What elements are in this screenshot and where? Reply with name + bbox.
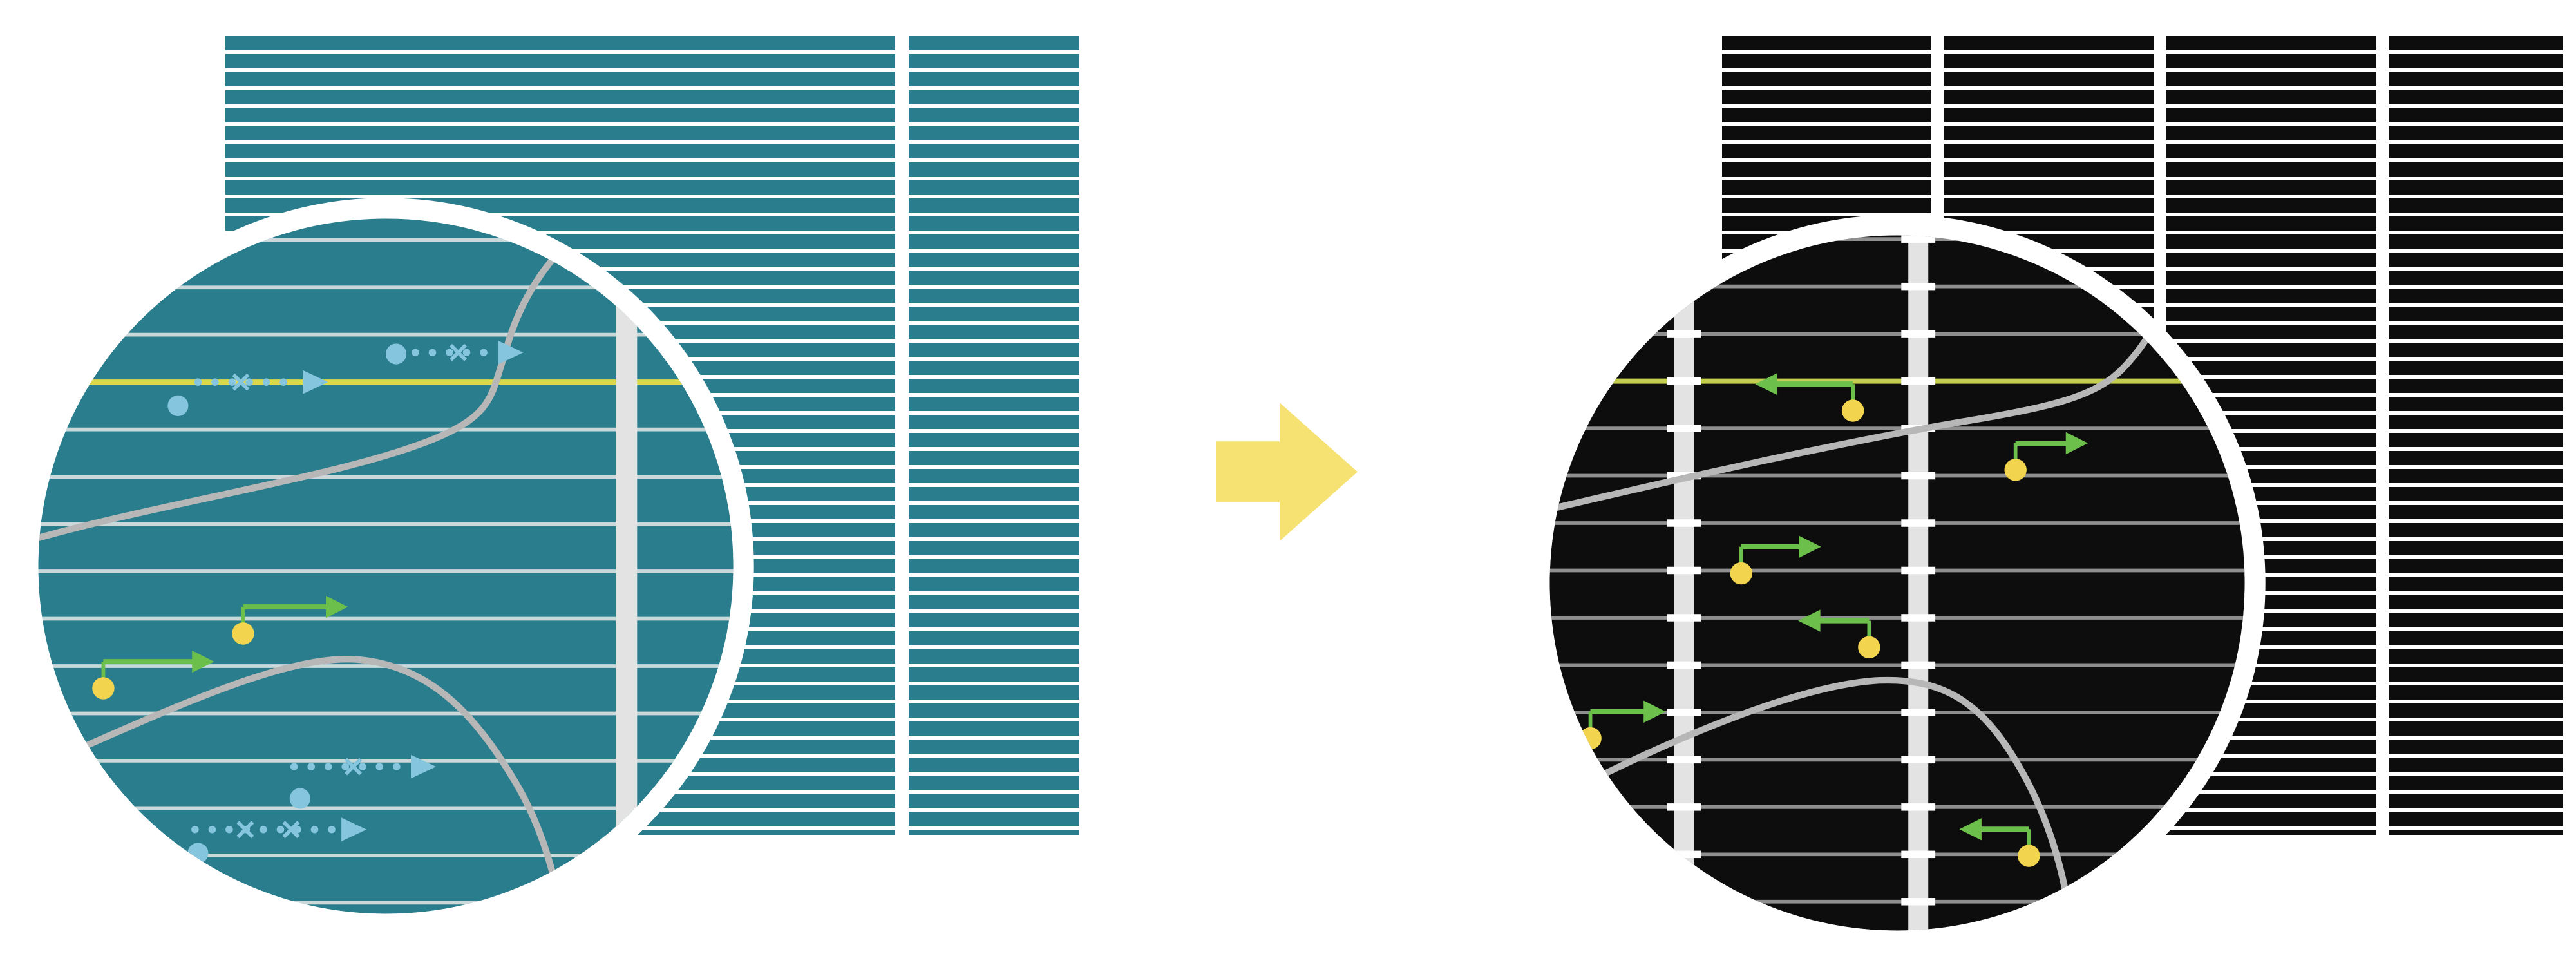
- left-zoom-svg: [17, 198, 754, 935]
- hole-flag-marker: [1959, 818, 2040, 867]
- hole-flag-marker: [232, 595, 348, 645]
- right-inset-background: [1549, 235, 2245, 931]
- electron-path-marker: [386, 340, 524, 365]
- left-carrier-markers: [92, 340, 524, 864]
- electron-path-marker: [167, 370, 328, 416]
- hole-flag-marker: [2004, 432, 2088, 481]
- left-busbar: [616, 218, 638, 914]
- electron-path-marker: [289, 754, 437, 809]
- right-zoom-svg: [1529, 215, 2266, 951]
- right-carrier-markers: [1579, 372, 2088, 867]
- left-inset-ring: [17, 198, 754, 935]
- left-grain-boundaries: [38, 218, 601, 914]
- right-inset-ring: [1529, 215, 2266, 951]
- transition-arrow-icon: [1216, 403, 1358, 541]
- right-grain-boundaries: [1549, 303, 2168, 931]
- hole-flag-marker: [1798, 609, 1880, 659]
- hole-flag-marker: [1579, 700, 1666, 750]
- panel-section: [909, 36, 1079, 835]
- hole-flag-marker: [1755, 372, 1864, 422]
- left-zoom-inset: [16, 196, 755, 936]
- panel-section: [2389, 36, 2563, 835]
- hole-flag-marker: [92, 650, 214, 700]
- hole-flag-marker: [1730, 535, 1821, 585]
- right-busbars: [1667, 235, 1936, 931]
- right-zoom-inset: [1528, 213, 2267, 953]
- electron-path-marker: [187, 817, 367, 864]
